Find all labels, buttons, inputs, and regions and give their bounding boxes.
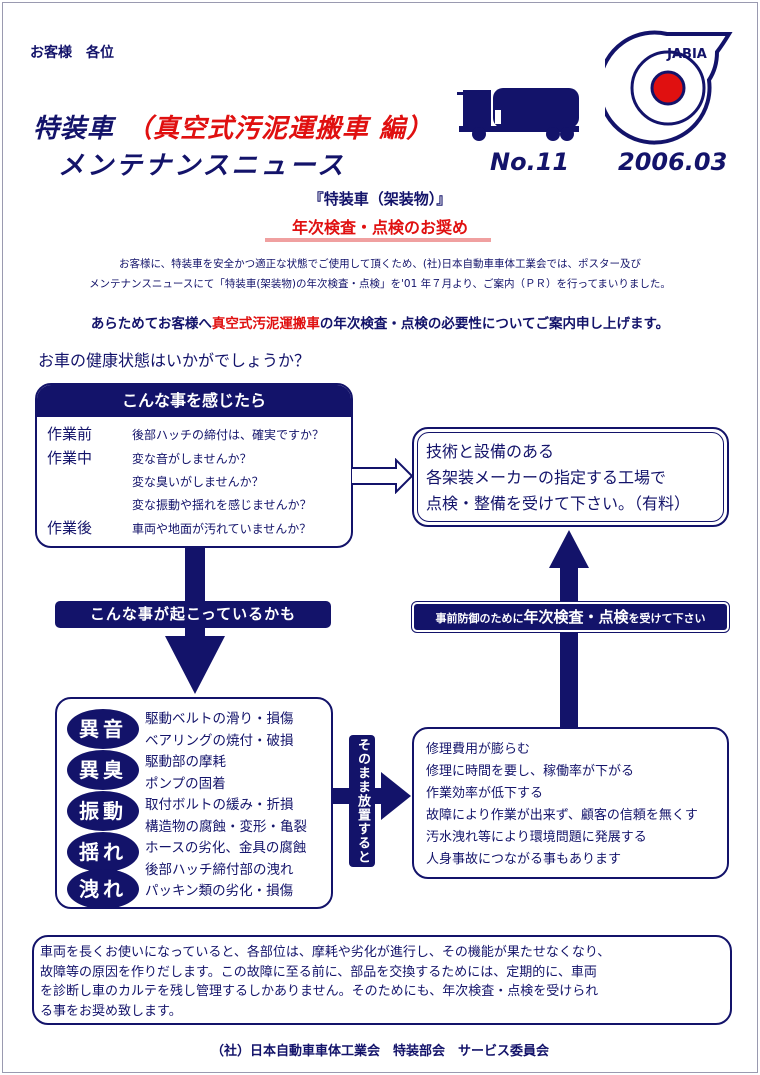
recommend-line: 点検・整備を受けて下さい。（有料） [426, 494, 691, 513]
lead-red: 真空式汚泥運搬車 [211, 316, 320, 332]
intro-paragraph: お客様に、特装車を安全かつ適正な状態でご使用して頂くため、(社)日本自動車車体工… [0, 254, 760, 294]
lead-sentence: あらためてお客様へ真空式汚泥運搬車の年次検査・点検の必要性についてご案内申し上げ… [0, 312, 760, 332]
title-sub: （真空式汚泥運搬車 編） [126, 114, 434, 144]
symptom-badge: 揺れ [67, 832, 139, 872]
jabia-logo: JABIA [597, 30, 733, 152]
consequence-item: 作業効率が低下する [426, 786, 544, 801]
cause-item: ベアリングの焼付・破損 [145, 732, 294, 749]
cause-item: ホースの劣化、金具の腐蝕 [145, 840, 307, 856]
summary-box: 車両を長くお使いになっていると、各部位は、摩耗や劣化が進行し、その機能が果たせな… [32, 935, 732, 1025]
symptom-badge: 異音 [67, 709, 139, 749]
question: お車の健康状態はいかがでしょうか？ [38, 351, 311, 370]
symptom-phase: 作業前 [47, 425, 93, 443]
issue-date: 2006.03 [618, 148, 728, 176]
summary-line: 故障等の原因を作りだします。この故障に至る前に、部品を交換するためには、定期的に… [40, 964, 597, 980]
symptom-text: 変な臭いがしませんか？ [132, 475, 264, 489]
lead-b: の年次検査・点検の必要性についてご案内申し上げます。 [319, 316, 670, 332]
recommend-line: 各架装メーカーの指定する工場で [426, 468, 667, 487]
headline-underline [265, 238, 491, 242]
symptom-row: 変な臭いがしませんか？ [47, 471, 351, 494]
issue-number: No.11 [490, 148, 570, 176]
addressee: お客様 各位 [30, 45, 114, 61]
symptom-text: 変な音がしませんか？ [132, 452, 252, 466]
consequence-item: 故障により作業が出来ず、顧客の信頼を無くす [426, 808, 698, 823]
summary-line: る事をお奨め致します。 [40, 1003, 182, 1019]
causes-box: 異音異臭振動揺れ洩れ 駆動ベルトの滑り・損傷ベアリングの焼付・破損駆動部の摩耗ポ… [55, 697, 333, 909]
footer: （社）日本自動車車体工業会 特装部会 サービス委員会 [210, 1044, 549, 1059]
symptom-row: 作業中 変な音がしませんか？ [47, 447, 351, 471]
up-label: 事前防御のために年次検査・点検を受けて下さい [411, 601, 730, 633]
symptom-badge: 振動 [67, 791, 139, 831]
cause-item: 構造物の腐蝕・変形・亀裂 [145, 818, 307, 835]
summary-line: 車両を長くお使いになっていると、各部位は、摩耗や劣化が進行し、その機能が果たせな… [40, 945, 611, 960]
symptom-text: 車両や地面が汚れていませんか？ [132, 522, 312, 536]
cause-item: 駆動部の摩耗 [145, 754, 226, 770]
cause-item: 取付ボルトの緩み・折損 [145, 797, 294, 813]
symptom-text: 変な振動や揺れを感じませんか？ [132, 498, 312, 512]
neglect-label: そのまま放置すると [349, 735, 375, 867]
title-main: 特装車 [33, 114, 115, 144]
summary-line: を診断し車のカルテを残し管理するしかありません。そのためにも、年次検査・点検を受… [40, 984, 599, 999]
up-label-b: 年次検査・点検 [523, 608, 629, 626]
consequence-item: 汚水洩れ等により環境問題に発展する [426, 830, 647, 845]
cause-item: 駆動ベルトの滑り・損傷 [145, 711, 294, 727]
headline: 年次検査・点検のお奨め [291, 218, 468, 237]
symptom-phase: 作業後 [47, 519, 93, 537]
up-label-a: 事前防御のために [435, 612, 524, 625]
symptom-row: 作業前 後部ハッチの締付は、確実ですか？ [47, 423, 351, 447]
cause-item: 後部ハッチ締付部の洩れ [145, 861, 294, 878]
symptoms-header: こんな事を感じたら [37, 385, 351, 417]
title-line-1: 特装車 （真空式汚泥運搬車 編） [33, 108, 433, 145]
symptom-row: 変な振動や揺れを感じませんか？ [47, 494, 351, 517]
consequence-item: 修理費用が膨らむ [426, 742, 531, 757]
cause-item: パッキン類の劣化・損傷 [145, 883, 294, 899]
lead-a: あらためてお客様へ [90, 316, 212, 332]
symptom-badge: 異臭 [67, 750, 139, 790]
svg-text:JABIA: JABIA [666, 47, 707, 62]
recommend-line: 技術と設備のある [426, 442, 555, 461]
symptom-phase: 作業中 [47, 449, 93, 467]
down-label: こんな事が起こっているかも [55, 601, 331, 628]
title-line-2: メンテナンスニュース [58, 151, 347, 181]
symptom-badge: 洩れ [67, 869, 139, 909]
up-label-c: を受けて下さい [628, 612, 706, 625]
intro-line: メンテナンスニュースにて「特装車(架装物)の年次検査・点検」を'01 年７月より… [89, 278, 671, 290]
recommend-box: 技術と設備のある 各架装メーカーの指定する工場で 点検・整備を受けて下さい。（有… [412, 427, 729, 527]
truck-icon [457, 88, 579, 141]
consequence-item: 修理に時間を要し、稼働率が下がる [426, 764, 635, 779]
intro-line: お客様に、特装車を安全かつ適正な状態でご使用して頂くため、(社)日本自動車車体工… [118, 258, 642, 270]
consequence-item: 人身事故につながる事もあります [426, 852, 622, 867]
symptom-row: 作業後 車両や地面が汚れていませんか？ [47, 517, 351, 541]
symptom-text: 後部ハッチの締付は、確実ですか？ [132, 428, 325, 442]
symptoms-box: こんな事を感じたら 作業前 後部ハッチの締付は、確実ですか？ 作業中 変な音がしません… [35, 383, 353, 548]
hollow-arrow-right-icon [352, 458, 414, 494]
cause-item: ポンプの固着 [145, 775, 226, 792]
kicker: 『特装車（架装物）』 [308, 190, 452, 208]
consequences-box: 修理費用が膨らむ修理に時間を要し、稼働率が下がる作業効率が低下する故障により作業… [412, 727, 729, 879]
